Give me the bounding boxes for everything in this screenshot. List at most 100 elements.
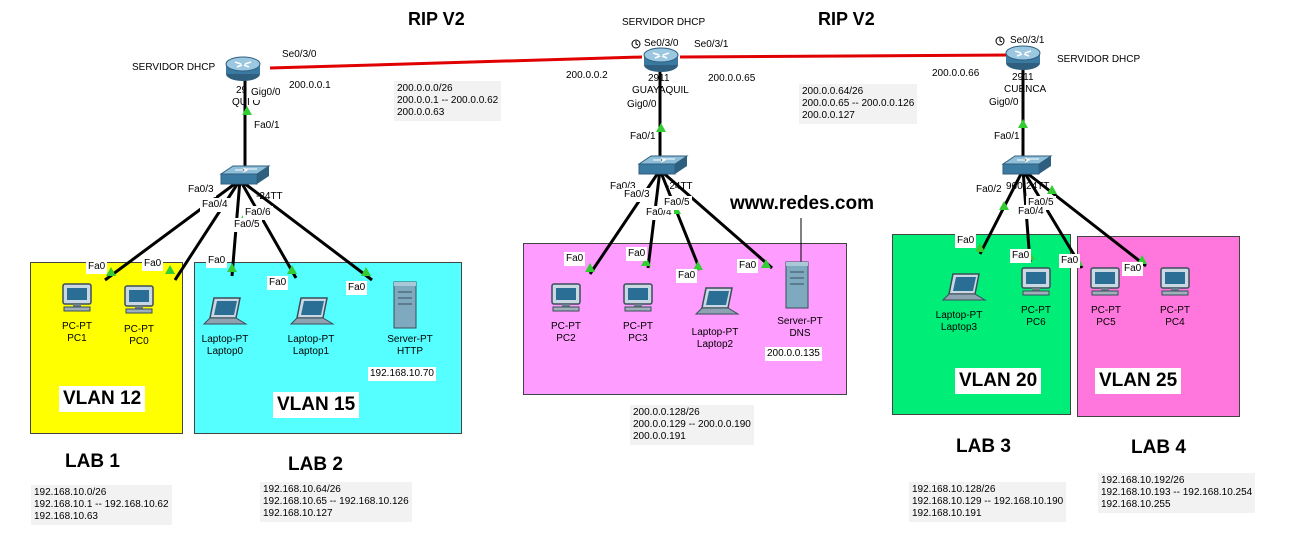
wan-note-line: 200.0.0.129 -- 200.0.0.190 [633, 419, 751, 430]
laptop3-icon [942, 273, 986, 301]
laptop1-icon [290, 297, 334, 325]
device-type: Laptop-PT [201, 334, 249, 345]
device-name: PC1 [67, 333, 87, 344]
ip-right-guayaquil: 200.0.0.65 [708, 73, 756, 84]
vlan-12-label: VLAN 12 [59, 386, 146, 412]
router-cuenca-icon [1005, 45, 1041, 71]
serial-b-guayaquil: Se0/3/1 [694, 39, 729, 50]
pc2-icon [551, 283, 581, 312]
lab-note-line: 192.168.10.255 [1101, 499, 1171, 510]
sw1-port-fa05: Fa0/5 [232, 218, 262, 232]
router-name-cuenca-1: 2911 [1012, 72, 1034, 83]
wan-note-line: 200.0.0.1 -- 200.0.0.62 [397, 95, 499, 106]
wan-note-line: 200.0.0.0/26 [397, 83, 453, 94]
pc5-label: PC-PT PC5 [1086, 305, 1126, 329]
lab-2-note: 192.168.10.64/26 192.168.10.65 -- 192.16… [260, 482, 412, 522]
device-type: PC-PT [124, 324, 154, 335]
laptop2-port: Fa0 [676, 269, 698, 283]
device-name: Laptop3 [940, 322, 978, 333]
pc6-icon [1021, 267, 1051, 296]
device-name: Laptop0 [206, 346, 244, 357]
vlan-15-label: VLAN 15 [273, 392, 360, 418]
serial-label-quito: Se0/3/0 [282, 49, 317, 60]
wan-note-line: 200.0.0.127 [802, 110, 855, 121]
laptop0-icon [203, 297, 247, 325]
pc0-label: PC-PT PC0 [119, 324, 159, 348]
wan-note-line: 200.0.0.191 [633, 431, 686, 442]
dns-port: Fa0 [737, 259, 759, 273]
wan-note-line: 200.0.0.65 -- 200.0.0.126 [802, 98, 915, 109]
lab-note-line: 192.168.10.1 -- 192.168.10.62 [34, 499, 169, 510]
lab-4-note: 192.168.10.192/26 192.168.10.193 -- 192.… [1098, 473, 1256, 513]
wan-note-1: 200.0.0.0/26 200.0.0.1 -- 200.0.0.62 200… [394, 81, 502, 121]
sw2-model: -24TT [666, 181, 693, 192]
device-type: PC-PT [551, 321, 581, 332]
server-http-icon [393, 281, 417, 329]
pc2-label: PC-PT PC2 [546, 321, 586, 345]
dhcp-label-cuenca: SERVIDOR DHCP [1057, 54, 1141, 65]
serial-link-quito-guayaquil [269, 55, 643, 70]
website-label: www.redes.com [730, 193, 874, 214]
pc6-label: PC-PT PC6 [1016, 305, 1056, 329]
dhcp-label-guayaquil: SERVIDOR DHCP [622, 17, 706, 28]
device-name: Laptop1 [292, 346, 330, 357]
vlan-25-label: VLAN 25 [1095, 368, 1182, 394]
wan-note-2: 200.0.0.64/26 200.0.0.65 -- 200.0.0.126 … [799, 84, 918, 124]
device-type: PC-PT [62, 321, 92, 332]
laptop2-label: Laptop-PT Laptop2 [685, 327, 745, 351]
lab-3-note: 192.168.10.128/26 192.168.10.129 -- 192.… [909, 482, 1067, 522]
lab-note-line: 192.168.10.129 -- 192.168.10.190 [912, 496, 1064, 507]
lab-note-line: 192.168.10.63 [34, 511, 98, 522]
sw3-port-fa04: Fa0/4 [1016, 205, 1046, 219]
laptop3-port: Fa0 [955, 234, 977, 248]
pc0-icon [124, 285, 154, 314]
laptop0-label: Laptop-PT Laptop0 [195, 334, 255, 358]
rip-label-left: RIP V2 [408, 9, 465, 29]
device-name: PC2 [556, 333, 576, 344]
pc1-label: PC-PT PC1 [57, 321, 97, 345]
device-type: Laptop-PT [691, 327, 739, 338]
serial-link-guayaquil-cuenca [679, 53, 1011, 59]
router-name-quito-2: QUI O [232, 97, 261, 108]
lab-2-title: LAB 2 [288, 454, 343, 475]
switch-quito-icon [220, 165, 270, 185]
device-name: HTTP [396, 346, 424, 357]
device-name: DNS [789, 328, 811, 339]
dns-ip: 200.0.0.135 [765, 347, 822, 361]
vlan-20-label: VLAN 20 [955, 368, 1042, 394]
pc3-label: PC-PT PC3 [618, 321, 658, 345]
fa01-label-guayaquil: Fa0/1 [630, 131, 656, 142]
pc4-label: PC-PT PC4 [1155, 305, 1195, 329]
device-type: PC-PT [1091, 305, 1121, 316]
router-quito-icon [225, 56, 261, 82]
sw1-port-fa06: Fa0/6 [243, 206, 273, 220]
serial-ip-quito: 200.0.0.1 [289, 80, 331, 91]
pc3-port: Fa0 [626, 247, 648, 261]
http-label: Server-PT HTTP [380, 334, 440, 358]
device-type: PC-PT [1160, 305, 1190, 316]
sw3-port-fa02: Fa0/2 [974, 183, 1004, 197]
ip-left-guayaquil: 200.0.0.2 [566, 70, 608, 81]
pc5-port: Fa0 [1059, 254, 1081, 268]
switch-cuenca-icon [1002, 155, 1052, 175]
router-guayaquil-icon [643, 47, 679, 73]
device-name: PC3 [628, 333, 648, 344]
wan-note-line: 200.0.0.64/26 [802, 86, 864, 97]
gig-label-quito: Gig0/0 [249, 86, 283, 100]
laptop1-label: Laptop-PT Laptop1 [281, 334, 341, 358]
lab-1-note: 192.168.10.0/26 192.168.10.1 -- 192.168.… [31, 485, 172, 525]
sw1-port-fa03: Fa0/3 [186, 183, 216, 197]
pc4-port: Fa0 [1122, 262, 1144, 276]
pc4-icon [1160, 267, 1190, 296]
gig-label-guayaquil: Gig0/0 [625, 98, 659, 112]
sw2-port-fa05: Fa0/5 [662, 196, 692, 210]
pc2-port: Fa0 [564, 252, 586, 266]
device-name: PC0 [129, 336, 149, 347]
lab-4-title: LAB 4 [1131, 437, 1186, 458]
pc6-port: Fa0 [1010, 249, 1032, 263]
serial-label-cuenca: Se0/3/1 [1010, 35, 1045, 46]
dhcp-label-quito: SERVIDOR DHCP [132, 62, 216, 73]
lab-note-line: 192.168.10.128/26 [912, 484, 996, 495]
device-type: Server-PT [387, 334, 433, 345]
